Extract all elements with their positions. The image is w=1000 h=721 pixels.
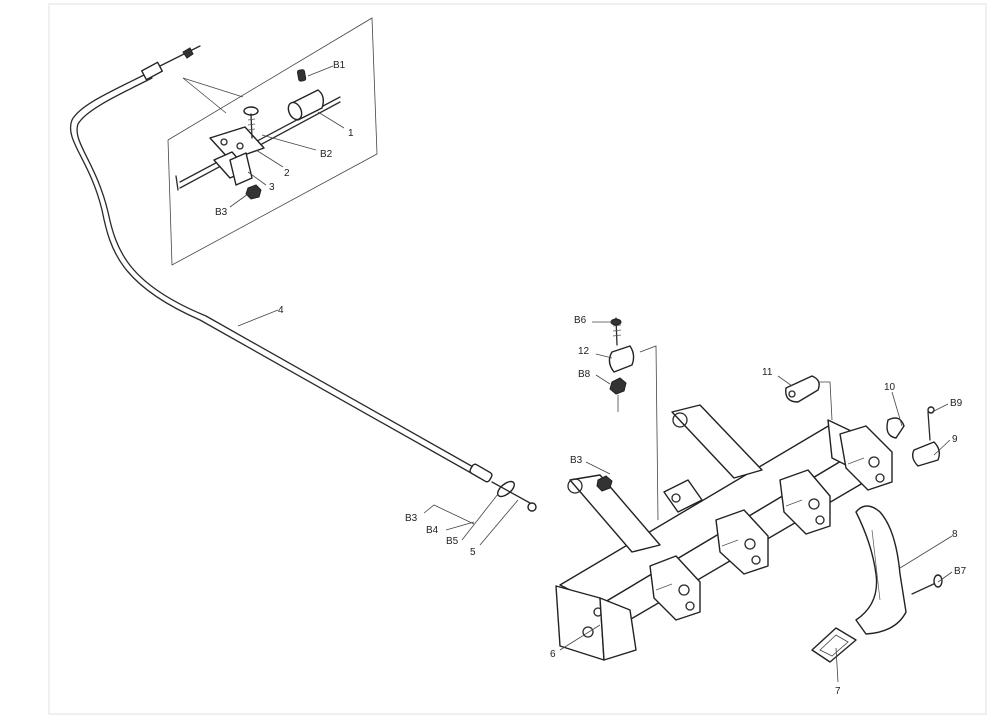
clevis xyxy=(785,375,833,421)
callout-12: 12 xyxy=(578,346,590,357)
clip-pin-group xyxy=(886,406,941,467)
lock-nut xyxy=(609,377,627,395)
bushing-bolt-group xyxy=(608,317,659,521)
callout-b3-left: B3 xyxy=(405,513,418,524)
callout-b8: B8 xyxy=(578,369,591,380)
pedal-arm-group xyxy=(811,505,943,663)
pedal-shaft-assembly xyxy=(555,404,893,661)
pedal-pad xyxy=(811,627,857,663)
set-screw xyxy=(296,69,307,82)
detail-inset xyxy=(167,17,378,266)
clevis-pin xyxy=(911,441,941,467)
bushing xyxy=(608,345,635,373)
callout-10: 10 xyxy=(884,382,896,393)
callout-9: 9 xyxy=(952,434,958,445)
callout-b3-mid: B3 xyxy=(570,455,583,466)
pedal-arm xyxy=(855,505,907,635)
callout-b5: B5 xyxy=(446,536,459,547)
adjuster-bracket-assembly xyxy=(175,69,341,200)
callout-b3-top: B3 xyxy=(215,207,228,218)
callout-2: 2 xyxy=(284,168,290,179)
callout-labels: 1 2 3 4 5 6 7 8 9 10 11 12 B1 B2 B3 B3 B… xyxy=(215,60,967,697)
callout-b1: B1 xyxy=(333,60,346,71)
callout-7: 7 xyxy=(835,686,841,697)
callout-4: 4 xyxy=(278,305,284,316)
bracket-plate xyxy=(209,126,265,161)
callout-b4: B4 xyxy=(426,525,439,536)
callout-1: 1 xyxy=(348,128,354,139)
callout-3: 3 xyxy=(269,182,275,193)
callout-b9: B9 xyxy=(950,398,963,409)
callout-6: 6 xyxy=(550,649,556,660)
callout-b7: B7 xyxy=(954,566,967,577)
callout-8: 8 xyxy=(952,529,958,540)
callout-b2: B2 xyxy=(320,149,333,160)
sheet-border xyxy=(48,3,987,715)
callout-b6: B6 xyxy=(574,315,587,326)
throttle-cable xyxy=(69,45,537,512)
callout-5: 5 xyxy=(470,547,476,558)
end-plate xyxy=(555,585,605,661)
leader-lines xyxy=(229,65,953,683)
hex-nut xyxy=(245,184,262,200)
callout-11: 11 xyxy=(762,367,773,378)
